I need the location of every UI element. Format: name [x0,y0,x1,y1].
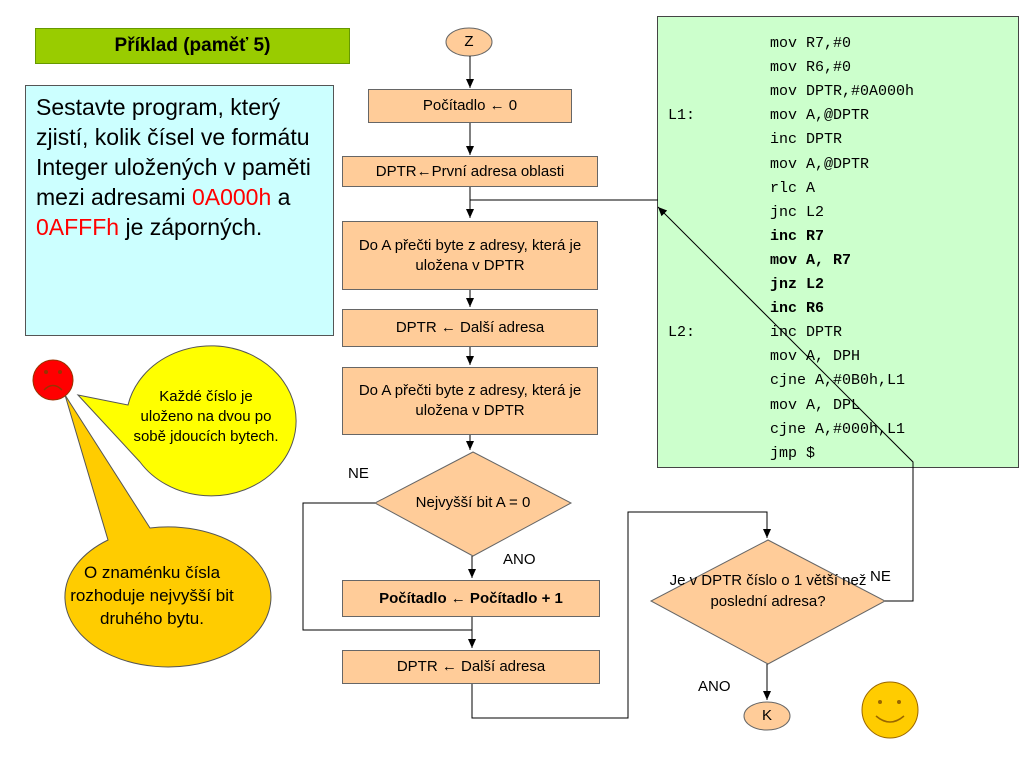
end-terminal [743,701,791,731]
task-description: Sestavte program, který zjistí, kolik čí… [25,85,334,336]
process-dptr-next-2: DPTR ← Další adresa [342,650,600,684]
task-text-pre: Sestavte program, který zjistí, kolik čí… [36,94,311,210]
code-instruction: rlc A [770,179,816,197]
code-instruction: inc R6 [770,300,825,318]
code-instruction: cjne A,#000h,L1 [770,420,906,438]
process-counter-inc-text: Počítadlo ← Počítadlo + 1 [379,589,563,607]
branch-label-ano-1: ANO [503,551,536,568]
code-instruction: mov A, DPL [770,396,861,414]
code-label: L1: [668,107,696,125]
process-dptr-next-1-text: DPTR ← Další adresa [395,319,545,336]
address-start: 0A000h [191,184,272,210]
decision-last-address [649,539,887,665]
branch-label-ne-2: NE [870,568,891,585]
code-instruction: mov A,@DPTR [770,107,870,125]
address-end: 0AFFFh [36,214,120,240]
code-instruction: inc R7 [770,227,825,245]
code-instruction: cjne A,#0B0h,L1 [770,372,906,390]
process-read-byte-1: Do A přečti byte z adresy, která je ulož… [342,221,598,290]
code-instruction: jmp $ [770,444,816,462]
task-text-mid: a [271,184,291,210]
code-instruction: mov A,@DPTR [770,155,870,173]
process-dptr-next-1: DPTR ← Další adresa [342,309,598,347]
start-terminal [445,27,493,57]
process-read-byte-2-text: Do A přečti byte z adresy, která je ulož… [358,382,582,419]
code-instruction: inc DPTR [770,131,843,149]
slide-title-text: Příklad (paměť 5) [114,35,271,56]
smiley-face-icon [861,681,919,739]
end-label: K [761,707,772,724]
process-counter-inc: Počítadlo ← Počítadlo + 1 [342,580,600,617]
code-instruction: mov A, DPH [770,348,861,366]
code-instruction: mov DPTR,#0A000h [770,83,915,101]
process-counter-zero: Počítadlo ← 0 [368,89,572,123]
orange-speech-bubble [64,394,272,668]
process-counter-zero-text: Počítadlo ← 0 [422,97,518,114]
process-dptr-first-text: DPTR←První adresa oblasti [375,162,565,180]
sad-face-icon [32,359,74,401]
code-instruction: jnz L2 [770,276,825,293]
code-instruction: jnc L2 [770,203,825,221]
decision-last-address-text: Je v DPTR číslo o 1 větší než poslední a… [669,572,867,610]
yellow-bubble-text: Každé číslo je uloženo na dvou po sobě j… [133,388,279,445]
assembly-code-panel [657,16,1019,468]
task-text-post: je záporných. [119,214,263,240]
slide-title: Příklad (paměť 5) [35,28,350,64]
decision-highest-bit-text: Nejvyšší bit A = 0 [415,494,531,511]
yellow-speech-bubble [76,345,297,497]
code-instruction: mov R6,#0 [770,59,852,77]
orange-bubble-text: O znaménku čísla rozhoduje nejvyšší bit … [70,563,234,628]
decision-highest-bit [373,451,573,557]
process-read-byte-2: Do A přečti byte z adresy, která je ulož… [342,367,598,435]
process-dptr-next-2-text: DPTR ← Další adresa [396,658,546,675]
process-read-byte-1-text: Do A přečti byte z adresy, která je ulož… [358,236,582,274]
code-instruction: mov R7,#0 [770,35,852,52]
code-label: L2: [668,324,696,342]
code-instruction: mov A, R7 [770,251,852,269]
start-label: Z [464,33,474,50]
process-dptr-first: DPTR←První adresa oblasti [342,156,598,187]
branch-label-ne-1: NE [348,465,369,482]
branch-label-ano-2: ANO [698,678,731,695]
